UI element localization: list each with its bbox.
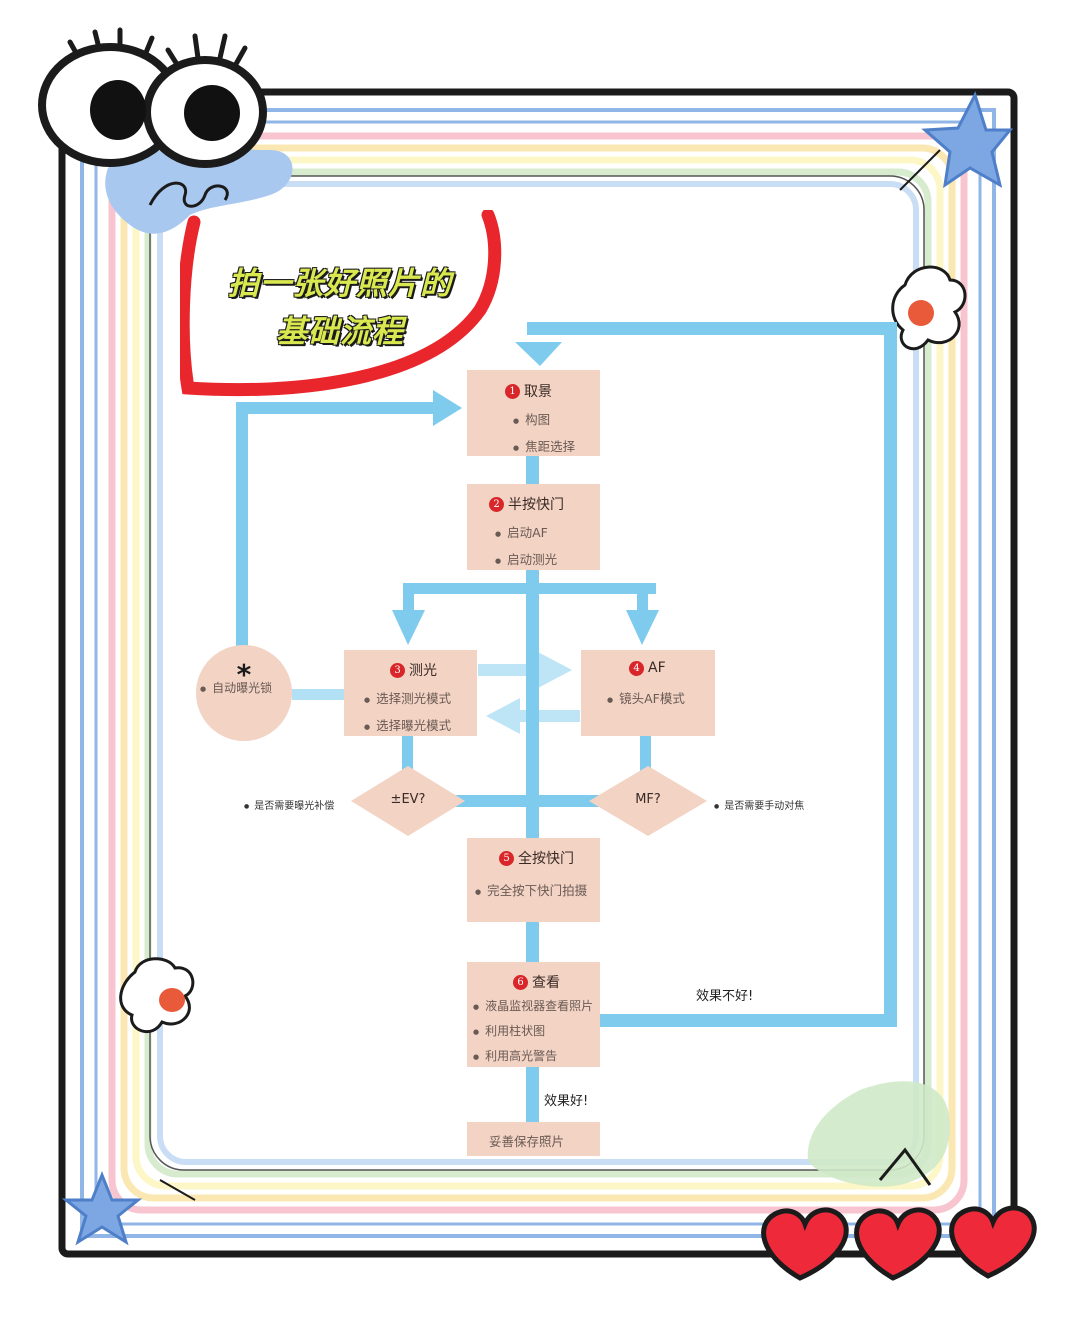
step-number-badge: 6: [513, 974, 528, 990]
ae-lock-label: 自动曝光锁: [200, 679, 272, 696]
title-line-2: 基础流程: [276, 314, 404, 350]
list-item: 选择测光模式: [364, 688, 477, 707]
list-item: 完全按下快门拍摄: [475, 880, 600, 899]
step-box-metering: 3测光 选择测光模式 选择曝光模式: [344, 650, 477, 736]
title-line-1: 拍一张好照片的: [228, 266, 452, 302]
heart-icon: [761, 1205, 1037, 1281]
step-number-badge: 5: [499, 850, 514, 866]
step-number-badge: 1: [505, 383, 520, 399]
step-number-badge: 3: [390, 662, 405, 678]
list-item: 启动AF: [495, 522, 600, 541]
list-item: 利用高光警告: [473, 1047, 600, 1064]
list-item: 利用柱状图: [473, 1022, 600, 1039]
list-item: 液晶监视器查看照片: [473, 997, 600, 1014]
final-step-label: 妥善保存照片: [489, 1134, 565, 1149]
list-item: 镜头AF模式: [607, 688, 715, 707]
final-step-box: 妥善保存照片: [467, 1122, 600, 1156]
list-item: 选择曝光模式: [364, 715, 477, 734]
list-item: 焦距选择: [513, 436, 600, 455]
step-box-af: 4AF 镜头AF模式: [581, 650, 715, 736]
star-icon: [61, 1170, 196, 1246]
mf-decision-diamond: [589, 766, 707, 836]
mf-note: 是否需要手动对焦: [714, 797, 804, 812]
step-number-badge: 4: [629, 660, 644, 676]
star-icon: [899, 91, 1014, 191]
step-box-review: 6查看 液晶监视器查看照片 利用柱状图 利用高光警告: [467, 962, 600, 1067]
good-result-label: 效果好!: [544, 1094, 589, 1109]
mf-decision-text: MF?: [635, 792, 661, 807]
cloud-face-icon: [119, 957, 195, 1034]
ev-decision-diamond: [351, 766, 465, 836]
list-item: 构图: [513, 409, 600, 428]
title-swoosh: [180, 210, 502, 397]
cloud-face-icon: [891, 265, 967, 351]
step-number-badge: 2: [489, 496, 504, 512]
ev-note: 是否需要曝光补偿: [244, 797, 334, 812]
list-item: 启动测光: [495, 549, 600, 568]
ev-decision-text: ±EV?: [390, 792, 426, 807]
step-box-framing: 1取景 构图 焦距选择: [467, 370, 600, 456]
bad-result-label: 效果不好!: [696, 989, 754, 1004]
eyes-icon: [38, 27, 267, 168]
